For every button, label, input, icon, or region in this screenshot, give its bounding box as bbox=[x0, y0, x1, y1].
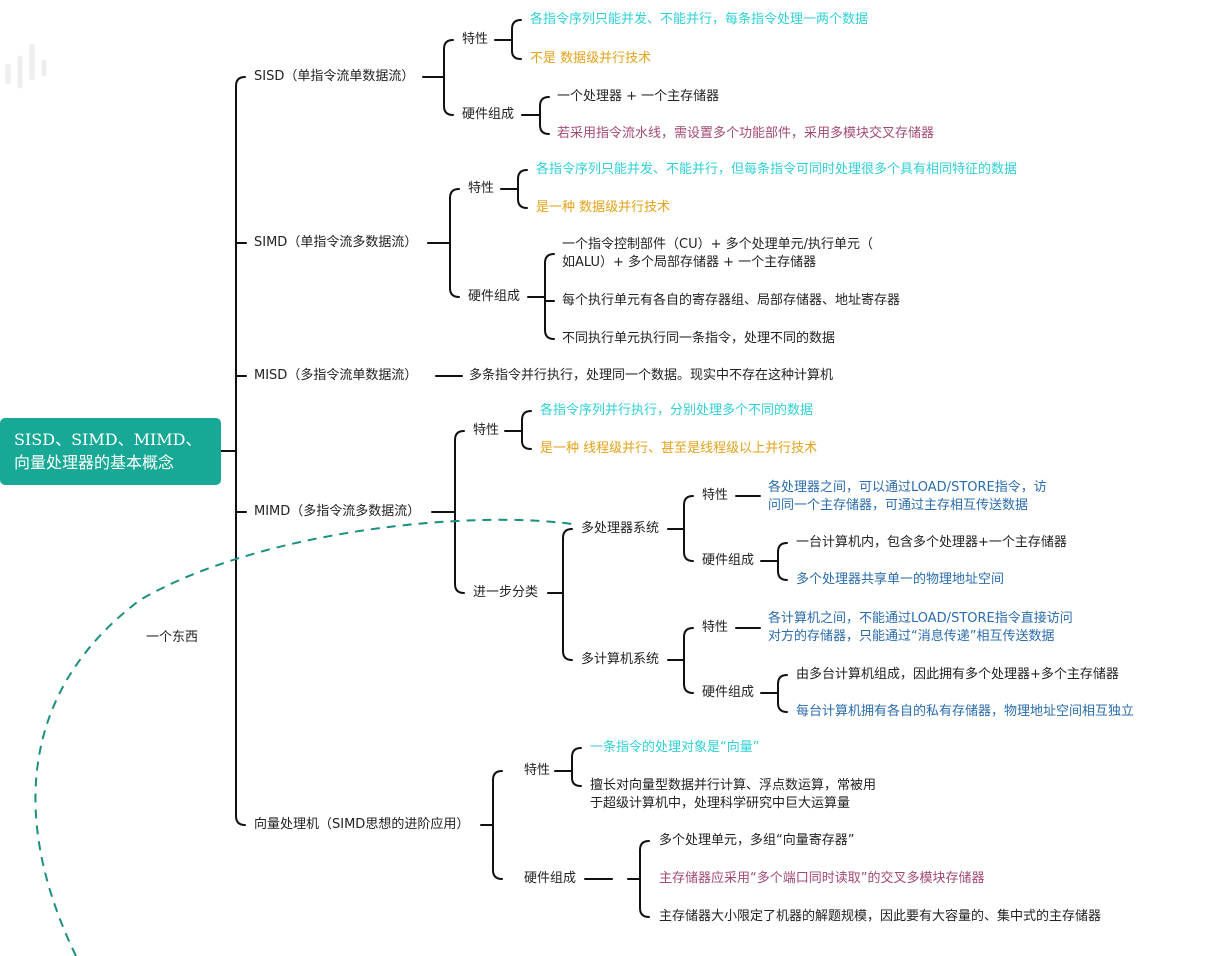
watermark-logo bbox=[5, 43, 47, 89]
sisd-hw-node[interactable]: 硬件组成 bbox=[462, 107, 515, 122]
vector-hw-2[interactable]: 主存储器应采用“多个端口同时读取”的交叉多模块存储器 bbox=[659, 871, 985, 886]
multicomputer-hw-node[interactable]: 硬件组成 bbox=[702, 685, 755, 700]
simd-hw-node[interactable]: 硬件组成 bbox=[468, 289, 521, 304]
simd-trait-node[interactable]: 特性 bbox=[468, 181, 495, 196]
simd-hw-1-line2: 如ALU）+ 多个局部存储器 + 一个主存储器 bbox=[562, 255, 817, 270]
sisd-hw-2[interactable]: 若采用指令流水线，需设置多个功能部件，采用多模块交叉存储器 bbox=[557, 126, 935, 141]
vector-trait-1[interactable]: 一条指令的处理对象是“向量” bbox=[590, 740, 760, 755]
root-topic[interactable]: SISD、SIMD、MIMD、 向量处理器的基本概念 bbox=[0, 418, 221, 485]
simd-node[interactable]: SIMD（单指令流多数据流） bbox=[254, 235, 418, 250]
multicomputer-node[interactable]: 多计算机系统 bbox=[581, 652, 660, 667]
multiprocessor-node[interactable]: 多处理器系统 bbox=[581, 521, 660, 536]
sisd-trait-2[interactable]: 不是 数据级并行技术 bbox=[530, 51, 652, 66]
multiprocessor-trait-text[interactable]: 各处理器之间，可以通过LOAD/STORE指令，访 问同一个主存储器，可通过主存… bbox=[768, 479, 1047, 515]
multiprocessor-trait-node[interactable]: 特性 bbox=[702, 488, 729, 503]
multicomputer-trait-node[interactable]: 特性 bbox=[702, 620, 729, 635]
multiprocessor-hw-2[interactable]: 多个处理器共享单一的物理地址空间 bbox=[796, 572, 1005, 587]
simd-hw-1[interactable]: 一个指令控制部件（CU）+ 多个处理单元/执行单元（ 如ALU）+ 多个局部存储… bbox=[562, 236, 873, 272]
sisd-hw-1[interactable]: 一个处理器 + 一个主存储器 bbox=[557, 89, 720, 104]
mimd-trait-2[interactable]: 是一种 线程级并行、甚至是线程级以上并行技术 bbox=[540, 441, 818, 456]
root-title-line1: SISD、SIMD、MIMD、 bbox=[14, 430, 202, 449]
simd-trait-2[interactable]: 是一种 数据级并行技术 bbox=[536, 200, 671, 215]
simd-hw-3[interactable]: 不同执行单元执行同一条指令，处理不同的数据 bbox=[562, 331, 836, 346]
misd-desc[interactable]: 多条指令并行执行，处理同一个数据。现实中不存在这种计算机 bbox=[469, 368, 834, 383]
multicomputer-trait-line1: 各计算机之间，不能通过LOAD/STORE指令直接访问 bbox=[768, 611, 1073, 626]
vector-trait-2-line1: 擅长对向量型数据并行计算、浮点数运算，常被用 bbox=[590, 778, 877, 793]
sisd-trait-1[interactable]: 各指令序列只能并发、不能并行，每条指令处理一两个数据 bbox=[530, 12, 869, 27]
vector-trait-2-line2: 于超级计算机中，处理科学研究中巨大运算量 bbox=[590, 796, 851, 811]
vector-hw-3[interactable]: 主存储器大小限定了机器的解题规模，因此要有大容量的、集中式的主存储器 bbox=[659, 909, 1102, 924]
sisd-node[interactable]: SISD（单指令流单数据流） bbox=[254, 69, 415, 84]
simd-hw-2[interactable]: 每个执行单元有各自的寄存器组、局部存储器、地址寄存器 bbox=[562, 293, 901, 308]
root-title-line2: 向量处理器的基本概念 bbox=[14, 453, 175, 472]
vector-trait-node[interactable]: 特性 bbox=[524, 763, 551, 778]
simd-trait-1[interactable]: 各指令序列只能并发、不能并行，但每条指令可同时处理很多个具有相同特征的数据 bbox=[536, 162, 1018, 177]
vector-trait-2[interactable]: 擅长对向量型数据并行计算、浮点数运算，常被用 于超级计算机中，处理科学研究中巨大… bbox=[590, 777, 876, 813]
sisd-trait-node[interactable]: 特性 bbox=[462, 32, 489, 47]
multiprocessor-hw-node[interactable]: 硬件组成 bbox=[702, 553, 755, 568]
mimd-trait-node[interactable]: 特性 bbox=[473, 423, 500, 438]
side-note-label: 一个东西 bbox=[146, 630, 199, 645]
multiprocessor-trait-line2: 问同一个主存储器，可通过主存相互传送数据 bbox=[768, 498, 1029, 513]
vector-hw-1[interactable]: 多个处理单元，多组“向量寄存器” bbox=[659, 833, 855, 848]
mimd-trait-1[interactable]: 各指令序列并行执行，分别处理多个不同的数据 bbox=[540, 403, 814, 418]
multicomputer-trait-text[interactable]: 各计算机之间，不能通过LOAD/STORE指令直接访问 对方的存储器，只能通过“… bbox=[768, 610, 1073, 646]
multiprocessor-hw-1[interactable]: 一台计算机内，包含多个处理器+一个主存储器 bbox=[796, 535, 1067, 550]
multicomputer-hw-1[interactable]: 由多台计算机组成，因此拥有多个处理器+多个主存储器 bbox=[796, 667, 1119, 682]
vector-hw-node[interactable]: 硬件组成 bbox=[524, 871, 577, 886]
mimd-further-node[interactable]: 进一步分类 bbox=[473, 585, 539, 600]
mimd-node[interactable]: MIMD（多指令流多数据流） bbox=[254, 504, 421, 519]
multiprocessor-trait-line1: 各处理器之间，可以通过LOAD/STORE指令，访 bbox=[768, 480, 1047, 495]
multicomputer-hw-2[interactable]: 每台计算机拥有各自的私有存储器，物理地址空间相互独立 bbox=[796, 704, 1135, 719]
simd-hw-1-line1: 一个指令控制部件（CU）+ 多个处理单元/执行单元（ bbox=[562, 237, 873, 252]
vector-node[interactable]: 向量处理机（SIMD思想的进阶应用） bbox=[254, 817, 470, 832]
multicomputer-trait-line2: 对方的存储器，只能通过“消息传递”相互传送数据 bbox=[768, 629, 1055, 644]
misd-node[interactable]: MISD（多指令流单数据流） bbox=[254, 368, 418, 383]
